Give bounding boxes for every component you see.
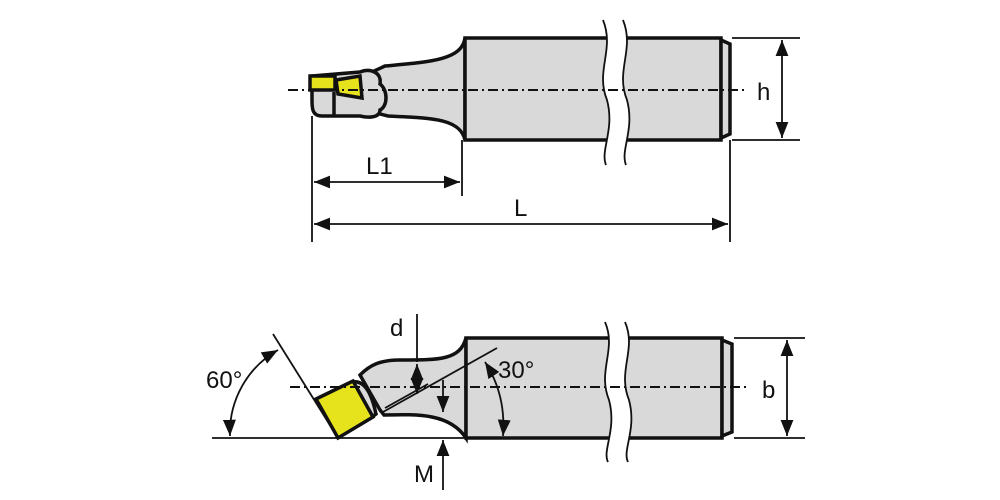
label-d: d [390, 315, 403, 342]
bottom-view: 60° 30° d M b [206, 314, 805, 490]
label-l1: L1 [366, 153, 393, 180]
label-60: 60° [206, 367, 242, 394]
angle-60-arc [222, 349, 279, 437]
top-insert [308, 74, 337, 92]
label-30: 30° [498, 357, 534, 384]
top-shank-chamfer [719, 37, 732, 141]
bottom-shank-chamfer [720, 337, 734, 439]
top-shank [463, 36, 723, 142]
angle-30-arc [484, 361, 511, 437]
bottom-break-line-right [624, 321, 633, 463]
top-view: h L1 L [288, 19, 800, 242]
label-m: M [414, 461, 434, 488]
bottom-break-line-left [604, 321, 613, 463]
top-break-line-left [602, 19, 611, 166]
label-l: L [514, 195, 527, 222]
label-h: h [757, 79, 770, 106]
top-insert-2 [334, 73, 364, 101]
angle-30-line [382, 347, 498, 413]
angle-60-line [272, 333, 339, 439]
top-break-line-right [622, 19, 631, 166]
label-b: b [762, 377, 775, 404]
